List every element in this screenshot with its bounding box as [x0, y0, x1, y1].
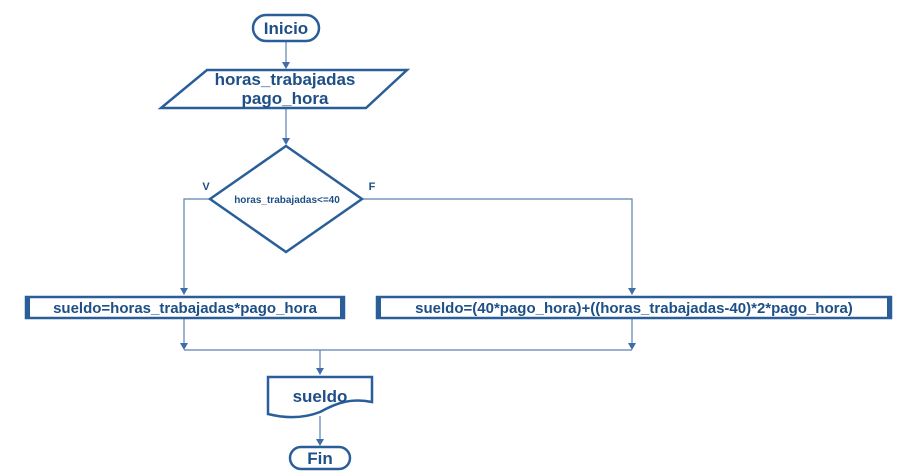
- end-label: Fin: [307, 449, 333, 468]
- arrowhead: [628, 343, 636, 350]
- branch-true-label: V: [202, 181, 210, 193]
- process-false-left-bar: [376, 296, 381, 319]
- arrowhead: [316, 439, 324, 446]
- start-terminator: Inicio: [251, 13, 321, 43]
- connector-true-branch: [183, 198, 210, 289]
- end-terminator: Fin: [288, 445, 352, 471]
- output-label: sueldo: [293, 387, 348, 406]
- process-true-label: sueldo=horas_trabajadas*pago_hora: [53, 300, 317, 317]
- process-false-node: sueldo=(40*pago_hora)+((horas_trabajadas…: [375, 295, 893, 320]
- arrowhead: [180, 343, 188, 350]
- process-true-node: sueldo=horas_trabajadas*pago_hora: [24, 295, 346, 320]
- arrowhead: [282, 62, 290, 69]
- process-true-right-bar: [340, 296, 345, 319]
- decision-node: horas_trabajadas<=40 V F: [202, 144, 376, 254]
- arrowhead: [180, 288, 188, 295]
- input-label-line2: pago_hora: [242, 89, 329, 108]
- branch-false-label: F: [369, 181, 376, 193]
- process-true-left-bar: [25, 296, 30, 319]
- output-shape: [266, 375, 374, 419]
- process-false-right-bar: [887, 296, 892, 319]
- input-shape: [157, 68, 411, 110]
- connector-false-branch: [362, 198, 633, 289]
- input-node: horas_trabajadas pago_hora: [157, 68, 411, 110]
- decision-condition: horas_trabajadas<=40: [234, 195, 340, 206]
- decision-shape: [207, 144, 365, 254]
- start-label: Inicio: [264, 19, 308, 38]
- input-label-line1: horas_trabajadas: [215, 70, 356, 89]
- start-shape: [251, 13, 321, 43]
- arrowhead: [628, 288, 636, 295]
- end-shape: [288, 445, 352, 471]
- arrowhead: [316, 368, 324, 375]
- arrowhead: [282, 138, 290, 145]
- connectors: [180, 42, 636, 446]
- output-node: sueldo: [266, 375, 374, 419]
- process-false-label: sueldo=(40*pago_hora)+((horas_trabajadas…: [415, 300, 853, 317]
